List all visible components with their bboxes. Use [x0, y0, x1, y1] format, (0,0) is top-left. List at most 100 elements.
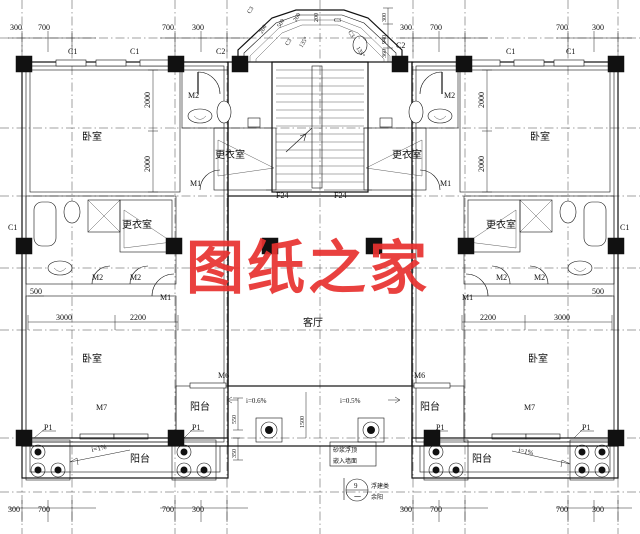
door-m1-c: M1 — [160, 293, 171, 302]
pile-cap-bmr: P1 — [423, 423, 469, 481]
pile-label-p1-a: P1 — [44, 423, 52, 432]
balcony-mid-left: M6 阳台 — [175, 371, 229, 439]
dim-bot-300-d: 300 — [592, 505, 604, 514]
slope-left-drain: i=0.6% — [246, 397, 267, 405]
dim-top-300-c: 300 — [400, 23, 412, 32]
dimension-top: 300 700 700 300 300 700 700 300 — [8, 23, 632, 52]
room-bedroom-top-right: 卧室 C1 C1 2000 2000 — [459, 47, 611, 193]
door-m2-f: M2 — [496, 273, 507, 282]
block-bath-dressing-top-left: M2 更衣室 M1 — [181, 69, 277, 191]
label-bedroom-top-right: 卧室 — [530, 130, 550, 143]
window-c3-c: C3 — [346, 30, 355, 39]
dim-2000-tl-b: 2000 — [143, 156, 152, 172]
label-bedroom-top-left: 卧室 — [82, 130, 102, 143]
dim-3000-bl: 3000 — [56, 313, 72, 322]
window-c1-mr: C1 — [620, 223, 629, 232]
dim-bot-300-c: 300 — [400, 505, 412, 514]
dim-top-700-c: 700 — [430, 23, 442, 32]
dim-2000-tr-b: 2000 — [477, 156, 486, 172]
dimension-bottom: 300 700 700 300 300 700 700 300 — [8, 500, 632, 522]
angle-135-left: 135° — [298, 35, 310, 49]
label-bedroom-bottom-right: 卧室 — [528, 352, 548, 365]
dim-bot-700-b: 700 — [162, 505, 174, 514]
pile-cap-br: P1 — [569, 423, 615, 481]
door-m6-right: M6 — [414, 371, 425, 380]
door-m1-a: M1 — [190, 179, 201, 188]
detail-tag-number: 9 — [354, 482, 358, 490]
dim-bot-700-c: 700 — [430, 505, 442, 514]
room-bedroom-bottom-left: 卧室 3000 2200 500 M7 — [25, 287, 179, 443]
label-balcony-mid-right: 阳台 — [420, 400, 440, 413]
dim-500-left: 500 — [30, 287, 42, 296]
slope-right-drain: i=0.5% — [340, 397, 361, 405]
note-mortar-line2: 嵌入墙面 — [333, 457, 357, 465]
label-dressing-top-right: 更衣室 — [392, 148, 422, 161]
window-c1-ml: C1 — [8, 223, 17, 232]
window-c1-tr-b: C1 — [566, 47, 575, 56]
detail-label-line2: 余阳 — [371, 493, 383, 501]
label-balcony-mid-left: 阳台 — [190, 400, 210, 413]
window-c2-right: C2 — [396, 41, 405, 50]
dim-2200-bl: 2200 — [130, 313, 146, 322]
door-m2-a: M2 — [188, 91, 199, 100]
pile-cap-bml: P1 — [171, 423, 217, 481]
pile-cap-bl: P1 — [25, 423, 71, 481]
door-m7-right: M7 — [524, 403, 535, 412]
detail-tag: 9 一 浮建类 余阳 — [343, 478, 389, 502]
dim-bot-300-b: 300 — [192, 505, 204, 514]
dim-500: 500 — [277, 18, 287, 29]
pile-label-p1-c: P1 — [436, 423, 444, 432]
structural-columns — [15, 55, 625, 447]
door-m2-b: M2 — [444, 91, 455, 100]
dim-top-700-a: 700 — [38, 23, 50, 32]
label-dressing-mid-left: 更衣室 — [122, 218, 152, 231]
door-m7-left: M7 — [96, 403, 107, 412]
dim-260: 260 — [293, 12, 303, 23]
door-m6-left: M6 — [218, 371, 229, 380]
dim-bot-700-d: 700 — [556, 505, 568, 514]
slope-right-balcony: i=1% — [518, 446, 535, 457]
window-c1-tl-b: C1 — [130, 47, 139, 56]
dim-top-700-d: 700 — [556, 23, 568, 32]
dim-top-300-a: 300 — [10, 23, 22, 32]
drain-group: i=0.6% i=0.5% 550 350 1500 — [226, 392, 401, 461]
dim-500-right: 500 — [592, 287, 604, 296]
dim-266: 266 — [259, 24, 269, 35]
room-bedroom-top-left: 卧室 C1 C1 2000 2000 — [29, 47, 181, 193]
label-bedroom-bottom-left: 卧室 — [82, 352, 102, 365]
note-block: 砂浆浮顶 嵌入墙面 — [329, 441, 377, 467]
dim-200-canopy: 200 — [314, 13, 320, 22]
dim-3000-br: 3000 — [554, 313, 570, 322]
door-m1-d: M1 — [462, 293, 473, 302]
dim-bot-700-a: 700 — [38, 505, 50, 514]
note-mortar-line1: 砂浆浮顶 — [333, 446, 357, 454]
window-c2-left: C2 — [216, 47, 225, 56]
dim-550: 550 — [232, 415, 238, 424]
balcony-low-right: 阳台 i=1% — [411, 437, 619, 479]
dim-top-300-d: 300 — [592, 23, 604, 32]
door-m2-d: M2 — [130, 273, 141, 282]
dim-300-stair: 300 — [382, 13, 388, 22]
watermark-text: 图纸之家 — [186, 234, 430, 302]
balcony-mid-right: M6 阳台 — [411, 371, 465, 439]
block-bath-dressing-mid-right: 更衣室 M2 M2 C1 M1 — [462, 195, 629, 302]
dim-top-700-b: 700 — [162, 23, 174, 32]
label-balcony-low-left: 阳台 — [130, 452, 150, 465]
dim-2000-tl-a: 2000 — [143, 92, 152, 108]
dim-2200-br: 2200 — [480, 313, 496, 322]
window-c3-a: C3 — [334, 18, 341, 24]
pile-label-p1-b: P1 — [192, 423, 200, 432]
dim-350: 350 — [232, 449, 238, 458]
dim-1500: 1500 — [300, 416, 306, 428]
pile-caps: P1 P1 P1 P1 — [25, 423, 615, 481]
label-dressing-top-left: 更衣室 — [215, 148, 245, 161]
door-m2-e: M2 — [534, 273, 545, 282]
window-c1-tr-a: C1 — [506, 47, 515, 56]
window-c3-b: C3 — [285, 38, 294, 47]
block-bath-dressing-top-right: M2 更衣室 M1 — [363, 69, 459, 191]
dim-940: 940 — [382, 35, 388, 44]
dim-bot-300-a: 300 — [8, 505, 20, 514]
label-dressing-mid-right: 更衣室 — [486, 218, 516, 231]
room-bedroom-bottom-right: 卧室 2200 3000 500 M7 — [461, 287, 615, 443]
